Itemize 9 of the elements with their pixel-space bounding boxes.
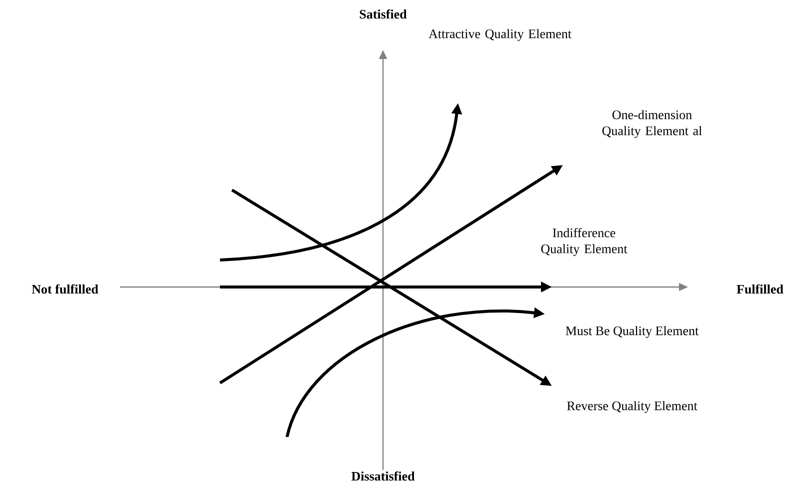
curve-label: Must Be Quality Element bbox=[566, 326, 699, 338]
curve-label: Indifference Quality Element bbox=[541, 228, 628, 256]
curve-label: Attractive Quality Element bbox=[428, 29, 572, 41]
curve-label: Reverse Quality Element bbox=[567, 401, 698, 413]
curve-label: One-dimension Quality Element al bbox=[602, 110, 702, 138]
axis-label: Not fulfilled bbox=[32, 284, 98, 294]
axis-label: Satisfied bbox=[360, 9, 407, 19]
axis-label: Fulfilled bbox=[736, 284, 784, 294]
axis-label: Dissatisfied bbox=[351, 471, 415, 481]
